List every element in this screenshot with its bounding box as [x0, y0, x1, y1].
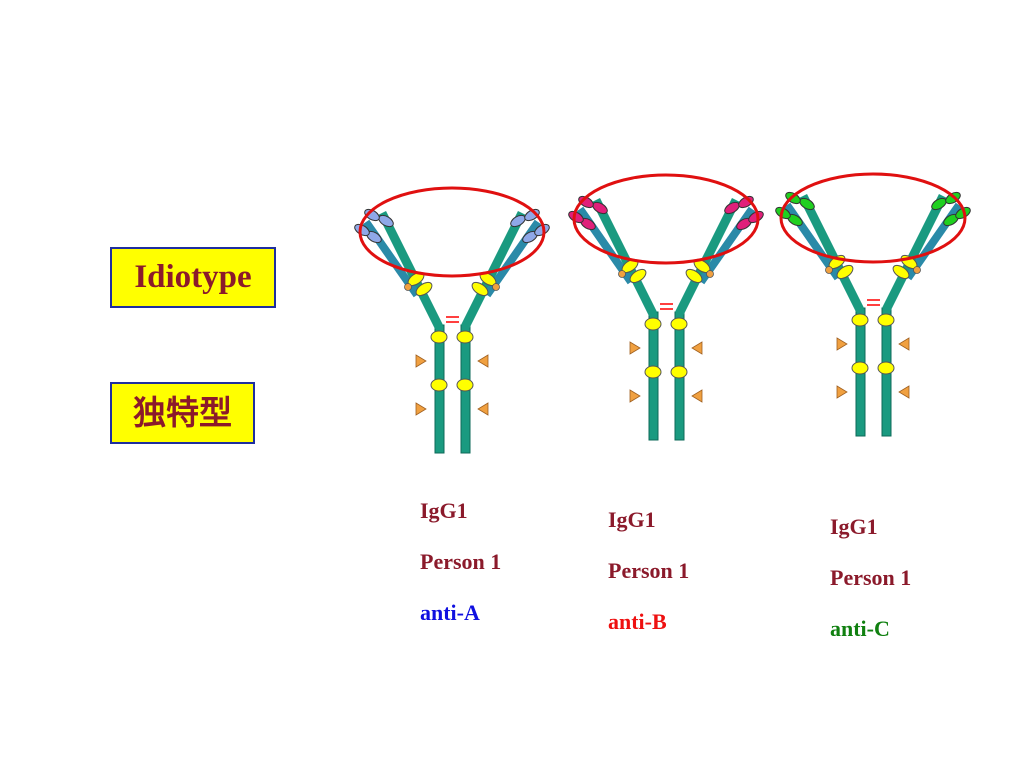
fc-domain	[644, 317, 662, 331]
carbohydrate-marker	[836, 337, 848, 351]
idiotype-ring	[779, 172, 967, 264]
antibody-anti-a	[354, 186, 550, 454]
antibody-anti-c	[775, 172, 971, 437]
fc-domain	[430, 330, 448, 344]
hinge-dot	[825, 266, 833, 274]
carbohydrate-marker	[691, 341, 703, 355]
carbohydrate-marker	[836, 385, 848, 399]
constant-domain	[471, 281, 489, 297]
antibody-label-anti-a: IgG1 Person 1 anti-A	[420, 498, 501, 651]
person-text: Person 1	[830, 565, 912, 590]
constant-domain	[892, 264, 910, 280]
carbohydrate-marker	[898, 385, 910, 399]
carbohydrate-marker	[691, 389, 703, 403]
antibody-label-anti-b: IgG1 Person 1 anti-B	[608, 507, 689, 660]
constant-domain	[415, 281, 433, 297]
hinge-dot	[913, 266, 921, 274]
person-text: Person 1	[420, 549, 502, 574]
fc-domain	[670, 365, 688, 379]
constant-domain	[836, 264, 854, 280]
idiotype-ring	[358, 186, 546, 278]
fc-domain	[644, 365, 662, 379]
fc-domain	[430, 378, 448, 392]
heavy-chain-arm	[798, 193, 865, 313]
idiotype-label-chinese: 独特型	[110, 382, 255, 444]
specificity-text: anti-B	[608, 609, 667, 634]
hinge-dot	[492, 283, 500, 291]
constant-domain	[629, 268, 647, 284]
fc-domain	[851, 313, 869, 327]
hinge-dot	[404, 283, 412, 291]
fc-domain	[877, 313, 895, 327]
carbohydrate-marker	[415, 402, 427, 416]
fc-domain	[456, 330, 474, 344]
person-text: Person 1	[608, 558, 690, 583]
carbohydrate-marker	[477, 402, 489, 416]
isotype-text: IgG1	[830, 514, 878, 539]
heavy-chain-arm	[881, 193, 948, 313]
fc-domain	[851, 361, 869, 375]
specificity-text: anti-A	[420, 600, 480, 625]
fc-domain	[877, 361, 895, 375]
fc-domain	[670, 317, 688, 331]
carbohydrate-marker	[629, 341, 641, 355]
isotype-text: IgG1	[420, 498, 468, 523]
hinge-dot	[618, 270, 626, 278]
antibody-anti-b	[568, 173, 764, 441]
carbohydrate-marker	[898, 337, 910, 351]
antibody-label-anti-c: IgG1 Person 1 anti-C	[830, 514, 911, 667]
hinge-dot	[706, 270, 714, 278]
idiotype-label: Idiotype	[110, 247, 276, 308]
idiotype-ring	[572, 173, 760, 265]
carbohydrate-marker	[415, 354, 427, 368]
carbohydrate-marker	[629, 389, 641, 403]
carbohydrate-marker	[477, 354, 489, 368]
constant-domain	[685, 268, 703, 284]
isotype-text: IgG1	[608, 507, 656, 532]
fc-domain	[456, 378, 474, 392]
specificity-text: anti-C	[830, 616, 890, 641]
